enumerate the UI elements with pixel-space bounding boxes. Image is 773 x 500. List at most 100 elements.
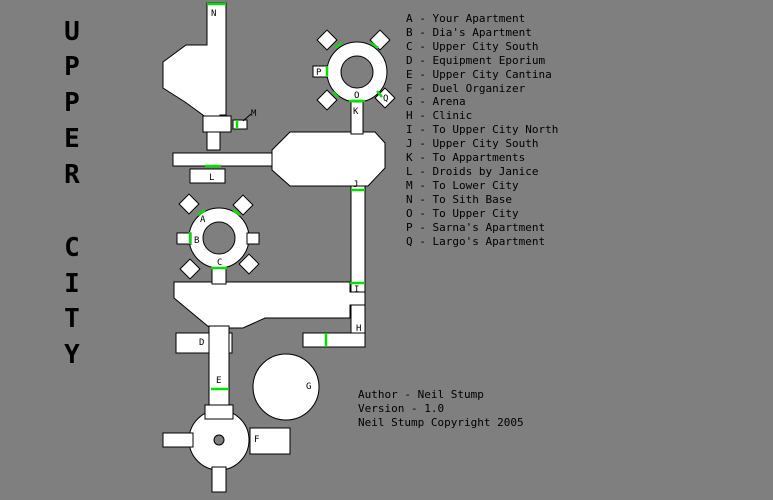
duel-organizer-room[interactable] [249, 427, 291, 455]
legend-text: Upper City South [432, 39, 539, 53]
copyright-line: Neil Stump Copyright 2005 [358, 416, 524, 429]
legend-key: N [406, 192, 413, 206]
legend-separator: - [412, 39, 433, 53]
legend-text: Arena [432, 95, 466, 109]
door-q[interactable] [376, 90, 383, 98]
legend-text: Upper City South [432, 137, 539, 151]
legend-text: Duel Organizer [432, 81, 526, 95]
title-letter: U [64, 17, 80, 47]
legend-separator: - [412, 192, 433, 206]
cantina-west-wing[interactable] [162, 432, 194, 448]
door-ring-ne[interactable] [232, 208, 241, 217]
legend-key: C [406, 39, 413, 53]
legend-item: G - Arena [406, 95, 558, 109]
title-letter: E [64, 124, 80, 154]
legend-text: To Sith Base [432, 192, 512, 206]
legend-separator: - [412, 151, 433, 165]
title-letter: T [64, 304, 80, 334]
apartment-sw[interactable] [179, 258, 201, 280]
cantina-north-joint[interactable] [204, 404, 234, 420]
credits: Author - Neil Stump Version - 1.0 Neil S… [358, 388, 524, 430]
legend-key: J [406, 137, 413, 151]
cantina-south-exit[interactable] [211, 466, 227, 493]
legend-separator: - [412, 53, 433, 67]
legend-item: P - Sarna's Apartment [406, 221, 558, 235]
legend-item: E - Upper City Cantina [406, 68, 558, 82]
legend-text: Clinic [432, 109, 473, 123]
legend-separator: - [412, 137, 433, 151]
legend-item: H - Clinic [406, 109, 558, 123]
title-letter: C [64, 233, 80, 263]
marker-j: J [353, 180, 358, 190]
marker-l: L [209, 173, 214, 183]
apartment-a[interactable] [178, 193, 200, 215]
clinic[interactable] [302, 332, 366, 348]
title-letter: Y [64, 340, 80, 370]
legend-text: To Upper City North [432, 123, 559, 137]
ring-hole-a [202, 221, 236, 255]
legend-separator: - [412, 81, 433, 95]
legend-text: Droids by Janice [432, 164, 539, 178]
legend-key: B [406, 25, 413, 39]
legend-item: N - To Sith Base [406, 193, 558, 207]
door-a[interactable] [197, 208, 206, 217]
south-corridor[interactable] [350, 185, 366, 347]
door-sw-ne[interactable] [332, 91, 339, 98]
legend-key: M [406, 178, 413, 192]
legend-separator: - [412, 178, 433, 192]
legend-separator: - [412, 12, 433, 25]
legend-item: Q - Largo's Apartment [406, 235, 558, 249]
lower-plaza[interactable] [173, 281, 366, 329]
lower-city-passage[interactable] [202, 115, 232, 133]
legend-text: Upper City Cantina [432, 67, 552, 81]
legend-item: O - To Upper City [406, 207, 558, 221]
cantina-corridor[interactable] [208, 325, 230, 415]
marker-k: K [353, 107, 359, 117]
legend-key: Q [406, 234, 413, 248]
apartment-east[interactable] [246, 232, 260, 245]
legend-text: Dia's Apartment [432, 25, 532, 39]
legend-text: To Lower City [432, 178, 519, 192]
north-corridor[interactable] [172, 152, 281, 167]
marker-p: P [316, 68, 322, 78]
title-letter: R [64, 160, 80, 190]
apartment-nw[interactable] [316, 29, 338, 51]
title-letter: P [64, 88, 80, 118]
legend-text: Largo's Apartment [432, 234, 546, 248]
marker-f: F [254, 435, 259, 445]
legend-key: F [406, 81, 413, 95]
legend-text: Your Apartment [432, 12, 526, 25]
legend-separator: - [412, 234, 433, 248]
apartment-se[interactable] [238, 253, 260, 275]
marker-i: I [354, 285, 359, 295]
arena[interactable] [252, 353, 320, 421]
marker-b: B [194, 236, 199, 246]
legend-key: E [406, 67, 413, 81]
author-line: Author - Neil Stump [358, 388, 484, 401]
title-letter: I [64, 269, 80, 299]
legend-item: C - Upper City South [406, 40, 558, 54]
door-nw[interactable] [334, 41, 343, 50]
cantina-pillar [213, 434, 225, 446]
apartment-sw-ne[interactable] [316, 89, 338, 111]
lower-city-door-box[interactable] [232, 119, 248, 130]
marker-e: E [216, 376, 221, 386]
marker-m: M [251, 109, 257, 119]
legend-text: Sarna's Apartment [432, 220, 546, 234]
legend-item: F - Duel Organizer [406, 82, 558, 96]
droids-shop[interactable] [189, 168, 226, 184]
door-ne-top[interactable] [370, 41, 379, 50]
legend-separator: - [412, 164, 433, 178]
legend-text: To Appartments [432, 151, 526, 165]
m-pointer [242, 113, 252, 122]
legend-key: P [406, 220, 413, 234]
legend-key: D [406, 53, 413, 67]
upper-plaza[interactable] [271, 131, 386, 187]
apartment-ne[interactable] [232, 194, 254, 216]
marker-h: H [356, 324, 361, 334]
marker-o: O [354, 91, 359, 101]
legend-separator: - [412, 25, 433, 39]
legend-item: I - To Upper City North [406, 123, 558, 137]
legend-separator: - [412, 109, 433, 123]
